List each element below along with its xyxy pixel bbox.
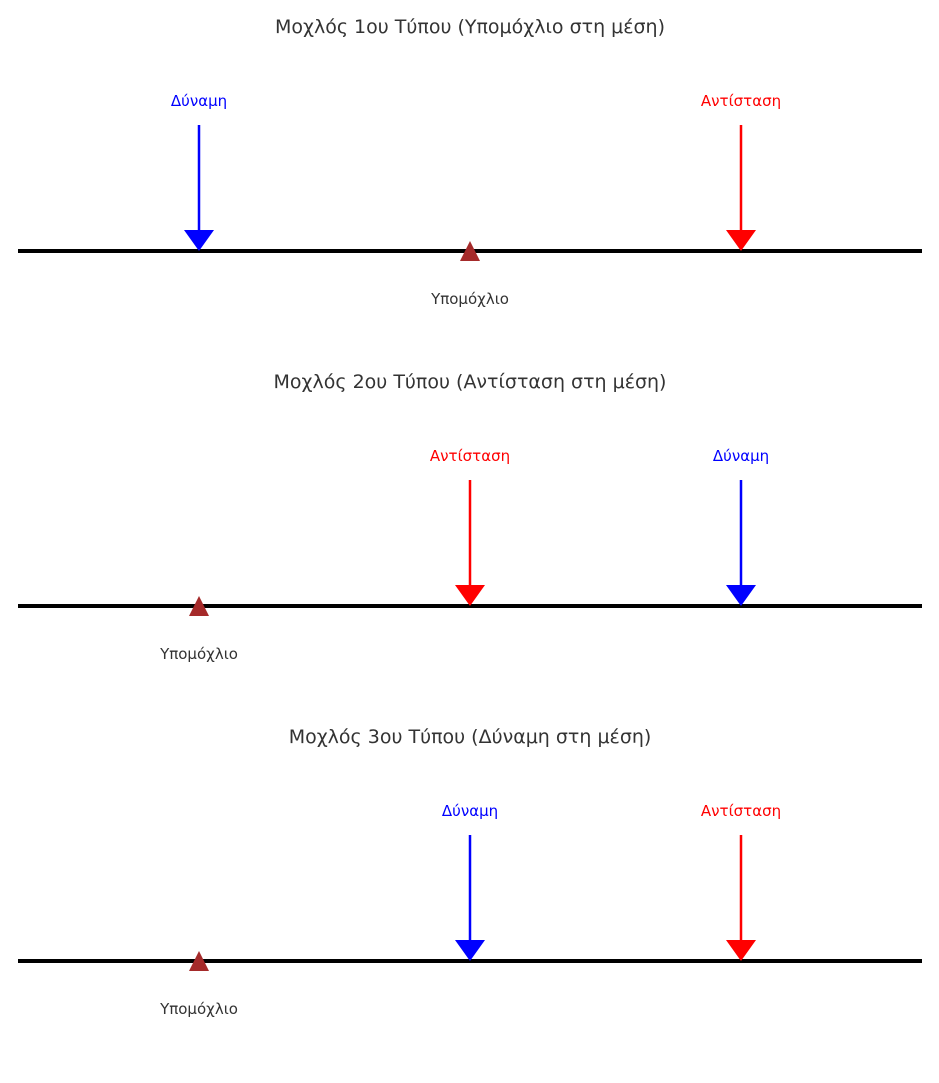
effort-arrow-head xyxy=(455,940,485,961)
effort-label: Δύναμη xyxy=(171,92,227,110)
fulcrum-triangle-icon xyxy=(189,596,209,616)
fulcrum-label: Υπομόχλιο xyxy=(159,1000,238,1018)
lever-panel-type-3: Μοχλός 3ου Τύπου (Δύναμη στη μέση) Δύναμ… xyxy=(18,726,922,1018)
effort-arrow-head xyxy=(184,230,214,251)
load-arrow-head xyxy=(726,230,756,251)
lever-panel-type-2: Μοχλός 2ου Τύπου (Αντίσταση στη μέση) Δύ… xyxy=(18,371,922,663)
load-label: Αντίσταση xyxy=(701,92,781,110)
effort-label: Δύναμη xyxy=(713,447,769,465)
panel-title: Μοχλός 3ου Τύπου (Δύναμη στη μέση) xyxy=(289,726,652,748)
effort-arrow: Δύναμη xyxy=(713,447,769,606)
effort-arrow-head xyxy=(726,585,756,606)
load-arrow-head xyxy=(726,940,756,961)
effort-arrow: Δύναμη xyxy=(171,92,227,251)
effort-label: Δύναμη xyxy=(442,802,498,820)
load-arrow: Αντίσταση xyxy=(701,802,781,961)
fulcrum-triangle-icon xyxy=(460,241,480,261)
panel-title: Μοχλός 1ου Τύπου (Υπομόχλιο στη μέση) xyxy=(275,16,665,38)
panel-title: Μοχλός 2ου Τύπου (Αντίσταση στη μέση) xyxy=(274,371,667,393)
load-arrow: Αντίσταση xyxy=(701,92,781,251)
load-arrow-head xyxy=(455,585,485,606)
fulcrum: Υπομόχλιο xyxy=(159,596,238,663)
fulcrum-label: Υπομόχλιο xyxy=(430,290,509,308)
fulcrum-triangle-icon xyxy=(189,951,209,971)
load-arrow: Αντίσταση xyxy=(430,447,510,606)
load-label: Αντίσταση xyxy=(430,447,510,465)
fulcrum: Υπομόχλιο xyxy=(159,951,238,1018)
load-label: Αντίσταση xyxy=(701,802,781,820)
lever-panel-type-1: Μοχλός 1ου Τύπου (Υπομόχλιο στη μέση) Δύ… xyxy=(18,16,922,308)
effort-arrow: Δύναμη xyxy=(442,802,498,961)
fulcrum: Υπομόχλιο xyxy=(430,241,509,308)
fulcrum-label: Υπομόχλιο xyxy=(159,645,238,663)
